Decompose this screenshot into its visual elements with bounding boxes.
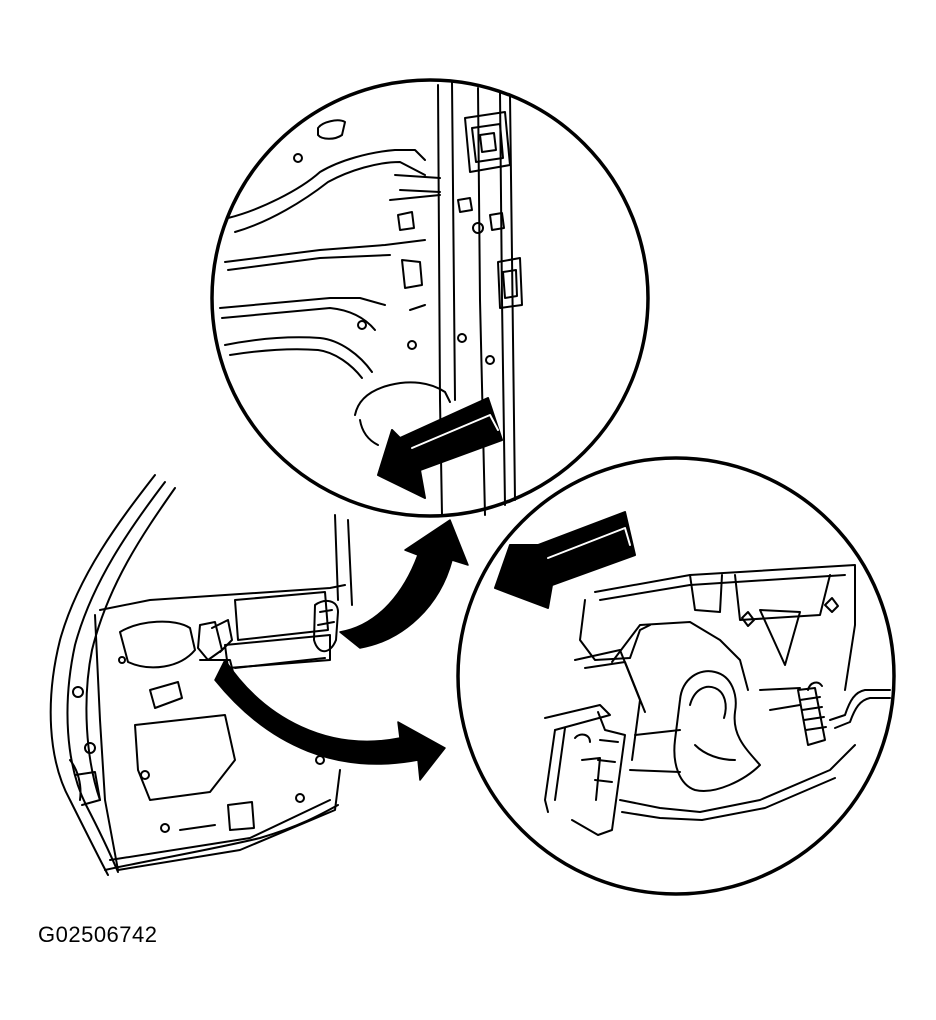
curved-arrow-icon — [214, 659, 446, 781]
detail-circle-lower — [456, 456, 896, 896]
block-arrow-icon — [494, 511, 636, 609]
figure-id-label: G02506742 — [38, 922, 158, 947]
door-overview — [49, 474, 353, 876]
detail-circle-upper — [210, 78, 650, 518]
curved-arrow-icon — [339, 519, 469, 649]
block-arrow-icon — [377, 397, 503, 499]
